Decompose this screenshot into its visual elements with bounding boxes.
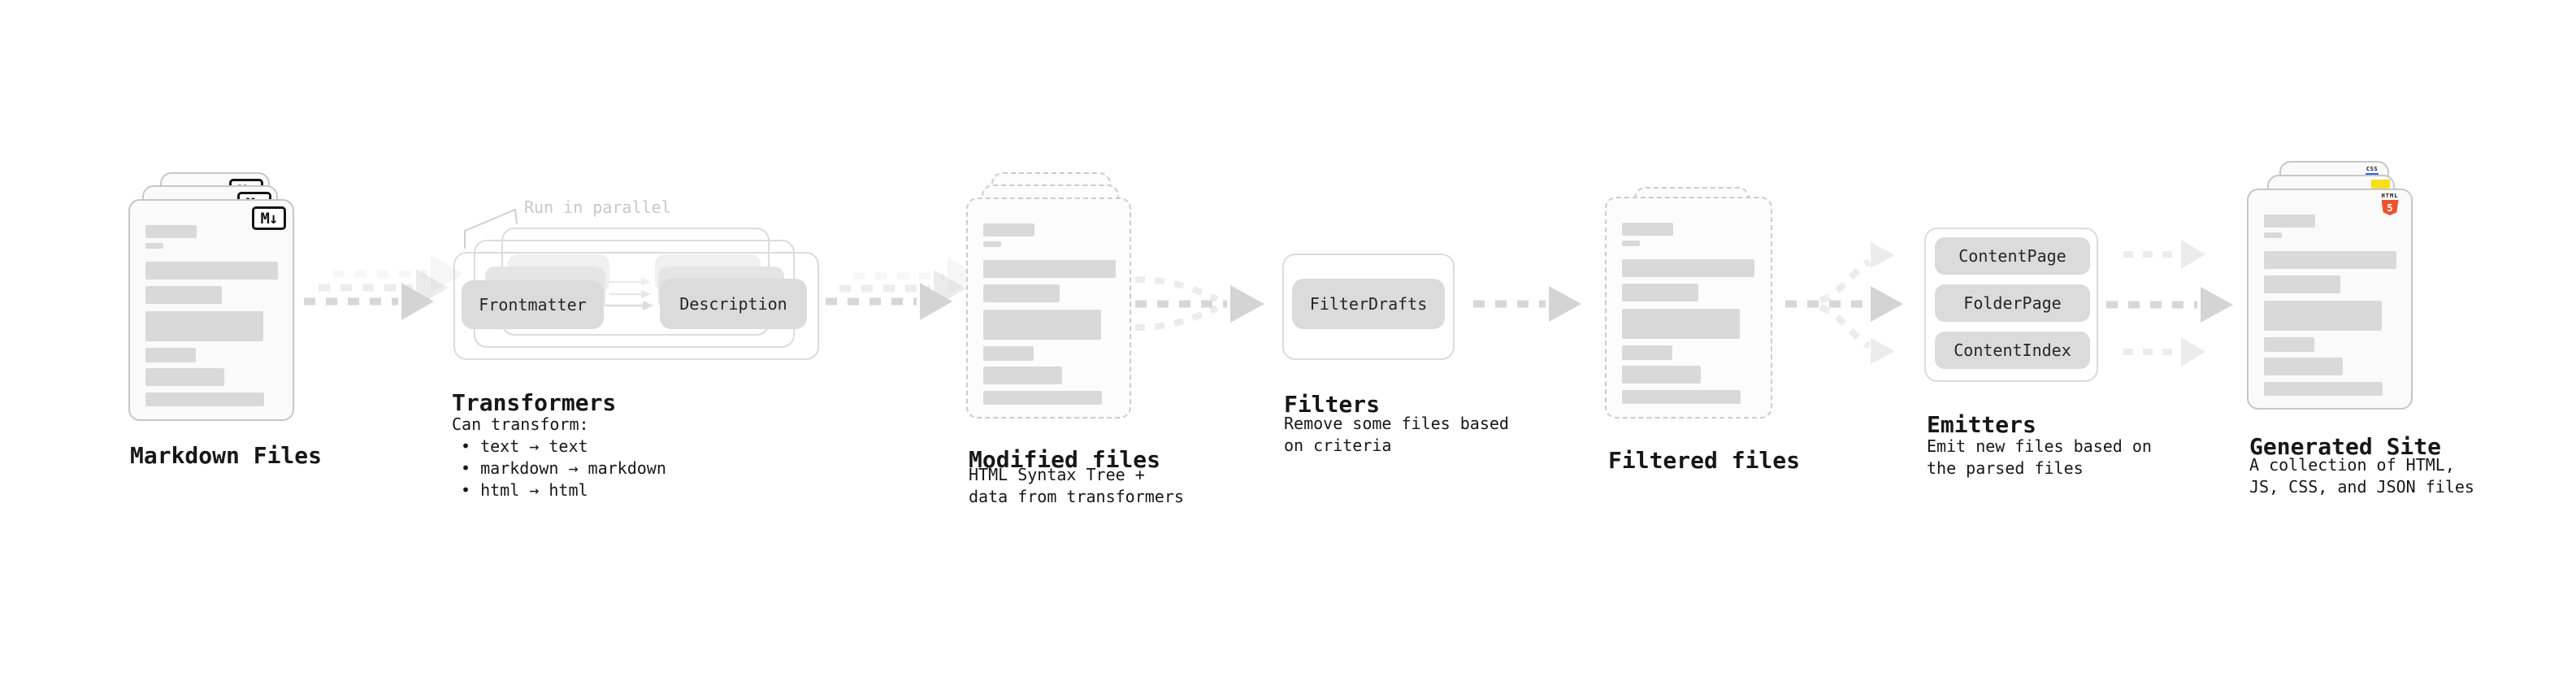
document-text-lines — [1607, 198, 1771, 417]
text-line — [983, 241, 1001, 247]
text-line — [983, 310, 1101, 340]
text-line — [145, 348, 196, 362]
document-text-lines — [968, 199, 1130, 417]
text-line — [983, 260, 1116, 278]
note-bullet: • markdown → markdown — [461, 458, 666, 478]
text-line — [145, 393, 264, 406]
filtered-file-card-front — [1605, 197, 1772, 419]
emitters-note: Emit new files based on the parsed files — [1927, 436, 2152, 479]
text-line — [145, 311, 263, 341]
note-bullet: • html → html — [461, 480, 588, 500]
stage-title-filters: Filters — [1284, 391, 1381, 419]
filterdrafts-node: FilterDrafts — [1292, 279, 1445, 329]
folderpage-node: FolderPage — [1935, 284, 2090, 322]
text-line — [1622, 223, 1673, 236]
arrow-filtered-to-emitters — [1785, 242, 1903, 364]
text-line — [145, 368, 224, 386]
text-line — [983, 346, 1034, 361]
text-line — [983, 223, 1034, 236]
text-line — [145, 262, 278, 280]
arrow-transformers-to-modified — [826, 258, 980, 320]
generated-site-note: A collection of HTML, JS, CSS, and JSON … — [2249, 454, 2474, 498]
note-line: Can transform: — [452, 414, 589, 434]
modified-files-note: HTML Syntax Tree + data from transformer… — [969, 464, 1184, 508]
text-line — [145, 243, 163, 249]
text-line — [1622, 259, 1754, 277]
text-line — [2264, 358, 2343, 375]
text-line — [983, 391, 1102, 405]
transformers-note: Can transform: • text → text • markdown … — [452, 414, 666, 501]
text-line — [1622, 390, 1741, 404]
markdown-icon: M↓ — [252, 206, 286, 230]
text-line — [1622, 241, 1640, 246]
note-line: the parsed files — [1927, 458, 2084, 478]
text-line — [2264, 232, 2282, 238]
js-icon — [2371, 180, 2390, 189]
run-in-parallel-label: Run in parallel — [524, 197, 671, 217]
filters-note: Remove some files based on criteria — [1284, 413, 1509, 457]
note-line: Remove some files based — [1284, 414, 1509, 433]
arrow-modified-to-filters — [1134, 276, 1264, 331]
modified-file-card-front — [966, 197, 1131, 419]
text-line — [2264, 337, 2314, 352]
text-line — [1622, 345, 1672, 360]
html5-icon: HTML 5 — [2376, 193, 2404, 215]
note-line: Emit new files based on — [1927, 436, 2152, 456]
text-line — [983, 284, 1060, 302]
document-text-lines — [2249, 190, 2411, 408]
text-line — [2264, 301, 2382, 331]
text-line — [1622, 309, 1740, 339]
stage-title-modified-files: Modified files — [969, 446, 1161, 474]
contentindex-node: ContentIndex — [1935, 332, 2090, 369]
text-line — [2264, 382, 2383, 396]
text-line — [2264, 275, 2340, 293]
text-line — [1622, 284, 1698, 301]
text-line — [145, 286, 222, 304]
css-icon: CSS — [2363, 166, 2381, 176]
arrow-emitters-to-generated — [2106, 240, 2233, 367]
text-line — [983, 367, 1062, 384]
text-line — [145, 225, 197, 238]
note-line: A collection of HTML, — [2249, 455, 2455, 475]
contentpage-node: ContentPage — [1935, 237, 2090, 275]
note-line: data from transformers — [969, 487, 1184, 506]
transformer-group-front — [453, 252, 819, 360]
text-line — [1622, 366, 1701, 384]
stage-title-filtered-files: Filtered files — [1608, 447, 1801, 475]
generated-file-card-html: HTML 5 — [2247, 189, 2413, 410]
frontmatter-node: Frontmatter — [462, 280, 604, 329]
stage-title-generated-site: Generated Site — [2249, 433, 2442, 461]
document-text-lines — [130, 201, 293, 419]
arrow-markdown-to-transformers — [304, 255, 463, 320]
text-line — [2264, 251, 2396, 269]
stage-title-transformers: Transformers — [452, 389, 617, 417]
note-line: on criteria — [1284, 436, 1392, 455]
text-line — [2264, 215, 2315, 228]
stage-title-markdown-files: Markdown Files — [130, 442, 323, 470]
arrow-filters-to-filtered — [1473, 286, 1581, 322]
stage-title-emitters: Emitters — [1927, 411, 2036, 439]
markdown-file-card-front: M↓ — [128, 199, 294, 421]
description-node: Description — [660, 279, 807, 329]
note-bullet: • text → text — [461, 436, 588, 456]
note-line: JS, CSS, and JSON files — [2249, 477, 2474, 497]
note-line: HTML Syntax Tree + — [969, 465, 1145, 484]
